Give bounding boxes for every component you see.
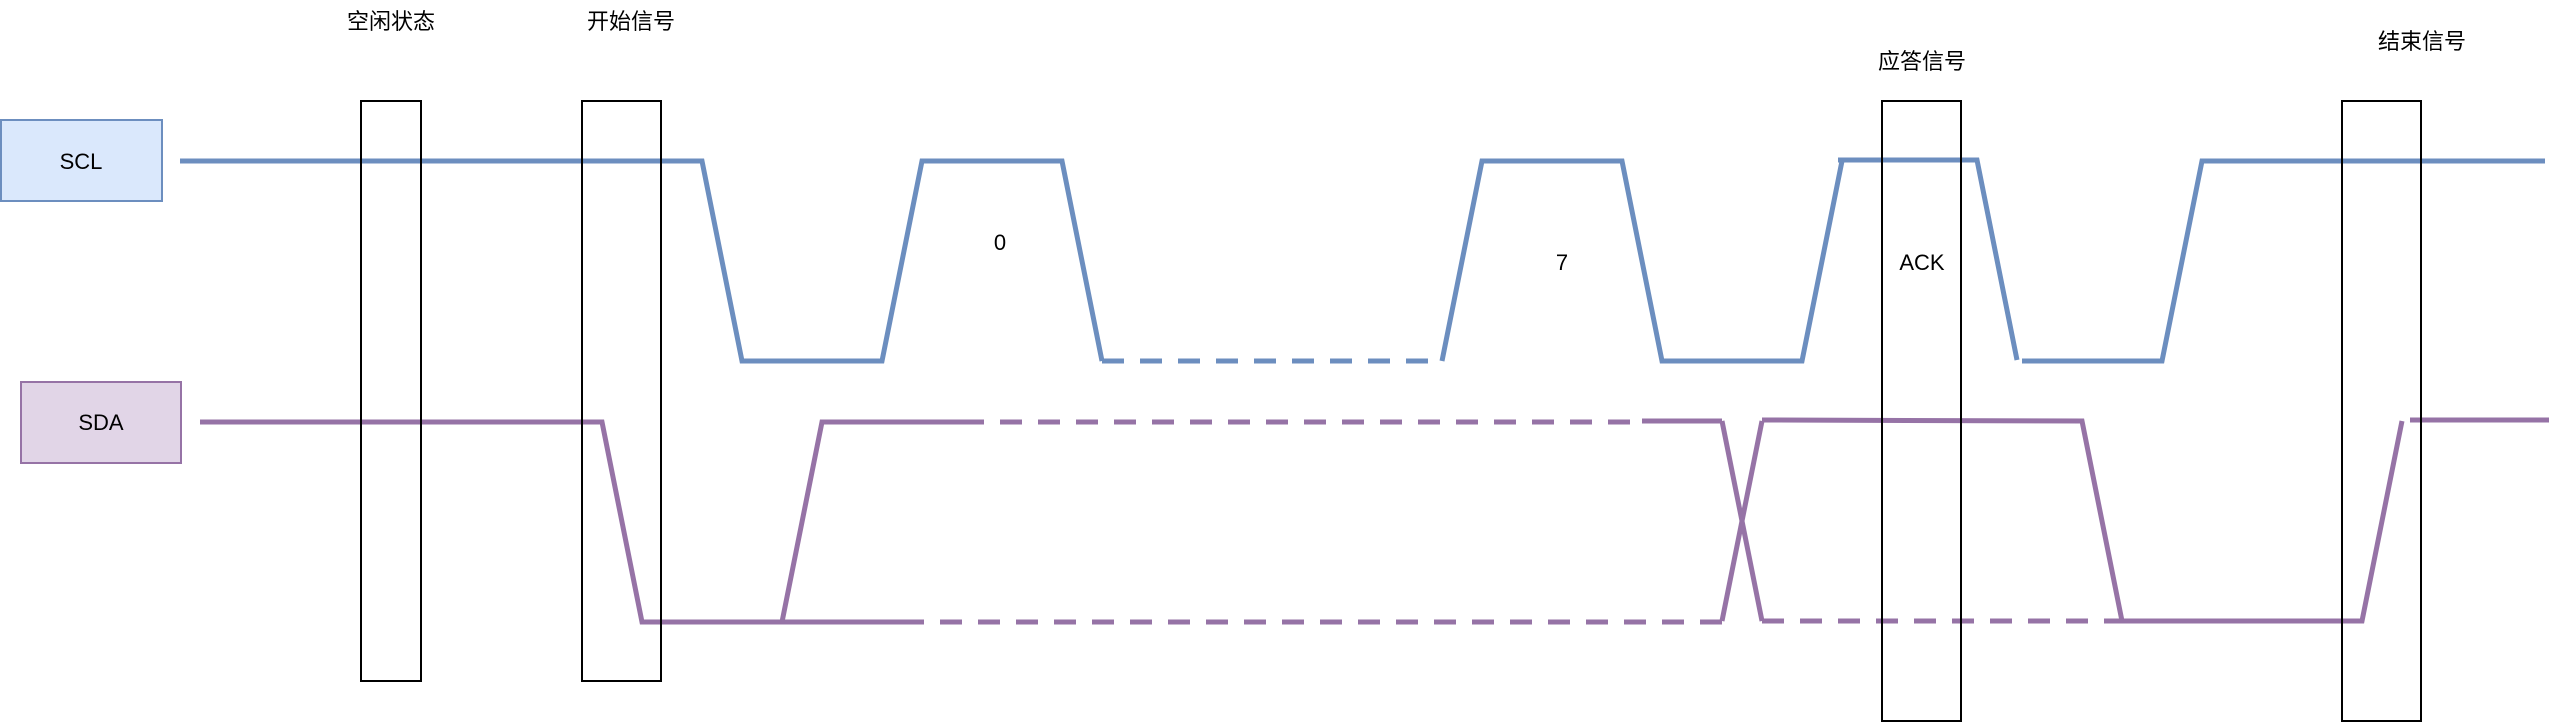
scl-label: SCL [60,149,103,174]
idle-box [360,100,422,682]
sda-cross-rise [1719,420,1765,622]
scl-idle-and-start-high [180,158,1105,364]
ack-caption: 应答信号 [1878,49,1966,74]
sda-ack-high [1761,417,2405,624]
start-caption: 开始信号 [587,9,675,34]
stop-box [2341,100,2422,722]
scl-waveform [180,157,2545,364]
sda-label-box: SDA [20,381,182,464]
sda-data-rise [779,419,962,623]
sda-label: SDA [78,410,124,435]
stop-caption: 结束信号 [2378,29,2466,54]
scl-stop-pulse [2022,158,2545,364]
scl-ack-pulse [1838,157,2020,361]
sda-waveform [200,417,2549,625]
start-box [581,100,662,682]
sda-idle-start-fall [200,419,902,625]
bit-0-label: 0 [994,230,1006,255]
scl-label-box: SCL [0,119,163,202]
scl-bit7-pulse [1439,158,1845,364]
bit-7-label: 7 [1556,250,1568,275]
ack-box [1881,100,1962,722]
ack-bit-label: ACK [1899,250,1945,275]
idle-caption: 空闲状态 [347,9,435,34]
